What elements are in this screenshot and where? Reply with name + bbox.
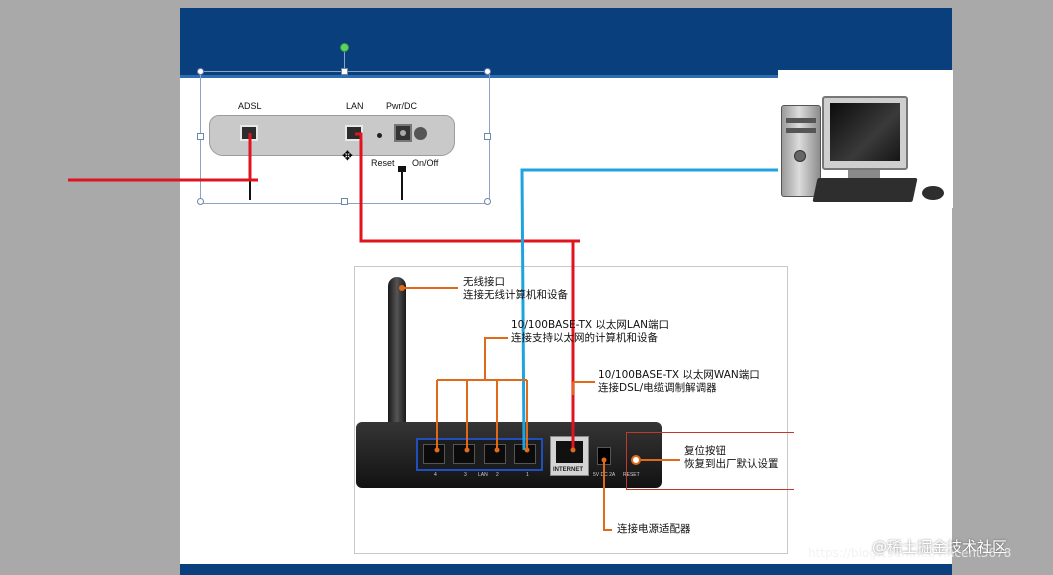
lan-note-line1: 10/100BASE-TX 以太网LAN端口 bbox=[511, 319, 670, 331]
slide-footer-bar bbox=[180, 564, 952, 575]
monitor-screen bbox=[830, 103, 900, 161]
antenna-note-line1: 无线接口 bbox=[463, 276, 505, 288]
rotate-handle[interactable] bbox=[340, 43, 349, 52]
router-lan-port-2 bbox=[484, 444, 506, 464]
router-diagram-image[interactable] bbox=[354, 266, 788, 554]
lan-callout-line bbox=[484, 337, 508, 352]
router-lan-port-4 bbox=[423, 444, 445, 464]
lan-note: 10/100BASE-TX 以太网LAN端口 连接支持以太网的计算机和设备 bbox=[511, 319, 669, 345]
modem-reset-label: Reset bbox=[371, 158, 395, 168]
reset-note-line2: 恢复到出厂默认设置 bbox=[684, 458, 779, 470]
url-watermark: https://blog.csdn.net/vincent3678 bbox=[808, 546, 1012, 560]
red-cable-modem-lan bbox=[355, 132, 580, 243]
router-port-label: 1 bbox=[526, 472, 529, 478]
resize-handle-bottom[interactable] bbox=[341, 198, 348, 205]
antenna-note: 无线接口 连接无线计算机和设备 bbox=[463, 276, 568, 302]
modem-cable-plug bbox=[398, 166, 406, 172]
tower-drive-bay bbox=[786, 118, 816, 123]
reset-note-line1: 复位按钮 bbox=[684, 445, 726, 457]
modem-onoff-label: On/Off bbox=[412, 158, 439, 168]
router-reset-label: RESET bbox=[623, 472, 640, 478]
modem-adsl-label: ADSL bbox=[238, 101, 262, 111]
blue-cable-lan-to-pc bbox=[520, 168, 778, 451]
wan-note: 10/100BASE-TX 以太网WAN端口 连接DSL/电缆调制解调器 bbox=[598, 369, 760, 395]
wan-note-line1: 10/100BASE-TX 以太网WAN端口 bbox=[598, 369, 760, 381]
modem-power-jack bbox=[394, 124, 412, 142]
modem-lan-label: LAN bbox=[346, 101, 364, 111]
modem-cable-stub bbox=[249, 176, 251, 200]
tower-power-button bbox=[794, 150, 806, 162]
reset-callout-box bbox=[626, 432, 794, 490]
modem-onoff-button bbox=[414, 127, 427, 140]
router-port-label: 4 bbox=[434, 472, 437, 478]
power-callout-line bbox=[603, 462, 612, 531]
resize-handle-top-right[interactable] bbox=[484, 68, 491, 75]
slide-header-bar bbox=[180, 8, 952, 75]
router-lan-port-3 bbox=[453, 444, 475, 464]
modem-reset-hole bbox=[377, 133, 382, 138]
resize-handle-bottom-left[interactable] bbox=[197, 198, 204, 205]
brand-watermark: @稀土掘金技术社区 bbox=[872, 538, 1008, 556]
resize-handle-right[interactable] bbox=[484, 133, 491, 140]
modem-pwr-label: Pwr/DC bbox=[386, 101, 417, 111]
lan-note-line2: 连接支持以太网的计算机和设备 bbox=[511, 332, 658, 344]
modem-cable-stub bbox=[401, 168, 403, 200]
router-wan-label: INTERNET bbox=[553, 467, 583, 473]
router-port-label: LAN bbox=[478, 472, 488, 478]
reset-note: 复位按钮 恢复到出厂默认设置 bbox=[684, 445, 779, 471]
resize-handle-top[interactable] bbox=[341, 68, 348, 75]
router-wan-socket bbox=[556, 441, 583, 463]
rotate-handle-stem bbox=[344, 52, 345, 71]
move-cursor-icon: ✥ bbox=[342, 149, 353, 164]
power-note: 连接电源适配器 bbox=[617, 523, 691, 535]
antenna-note-line2: 连接无线计算机和设备 bbox=[463, 289, 568, 301]
router-port-label: 3 bbox=[464, 472, 467, 478]
slide-header-divider bbox=[180, 75, 952, 78]
resize-handle-bottom-right[interactable] bbox=[484, 198, 491, 205]
router-port-label: 2 bbox=[496, 472, 499, 478]
wan-note-line2: 连接DSL/电缆调制解调器 bbox=[598, 382, 717, 394]
router-reset-button bbox=[631, 455, 641, 465]
monitor-stand bbox=[848, 170, 880, 178]
resize-handle-left[interactable] bbox=[197, 133, 204, 140]
resize-handle-top-left[interactable] bbox=[197, 68, 204, 75]
mouse bbox=[922, 186, 944, 200]
tower-drive-bay bbox=[786, 128, 816, 133]
